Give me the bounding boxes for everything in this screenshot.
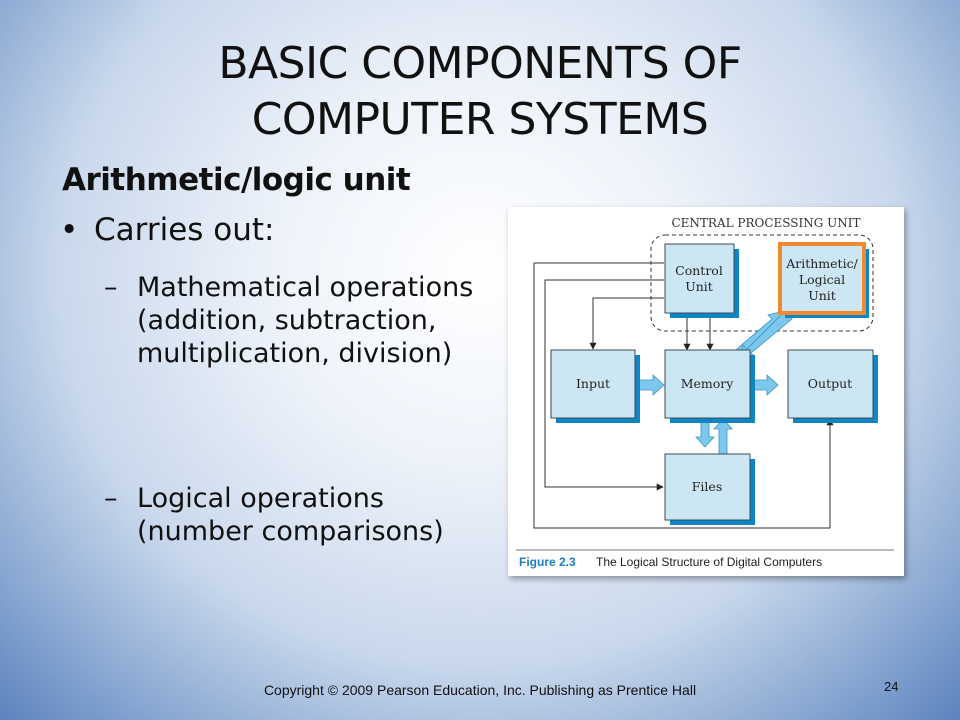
arrow-memory-files	[695, 418, 715, 448]
output-label: Output	[808, 376, 852, 391]
computer-structure-figure: CENTRAL PROCESSING UNIT	[508, 207, 904, 576]
bullet-dot-icon: •	[60, 212, 79, 248]
alu-label-2: Logical	[799, 272, 845, 287]
arrow-input-memory	[637, 374, 665, 396]
caption-text: The Logical Structure of Digital Compute…	[596, 555, 822, 569]
section-heading: Arithmetic/logic unit	[62, 162, 411, 198]
structure-diagram: CENTRAL PROCESSING UNIT	[516, 216, 894, 569]
caption-number: Figure 2.3	[519, 555, 576, 569]
sub-bullet-1: – Mathematical operations (addition, sub…	[104, 271, 474, 370]
files-box	[664, 453, 751, 521]
alu-label-1: Arithmetic/	[785, 256, 858, 271]
memory-box	[664, 349, 751, 419]
memory-label: Memory	[681, 376, 735, 391]
input-box	[550, 349, 636, 419]
output-box	[787, 349, 874, 419]
control-unit-box	[664, 243, 735, 314]
alu-box	[778, 242, 866, 315]
bullet-item: • Carries out:	[60, 212, 275, 248]
sub-bullet-2: – Logical operations (number comparisons…	[104, 482, 474, 548]
dash-icon: –	[104, 483, 118, 514]
copyright-footer: Copyright © 2009 Pearson Education, Inc.…	[263, 682, 697, 698]
files-label: Files	[692, 479, 722, 494]
sub-bullet-text: Mathematical operations (addition, subtr…	[137, 272, 474, 369]
control-unit-label-1: Control	[675, 263, 723, 278]
arrow-memory-output	[751, 374, 779, 396]
cpu-label: CENTRAL PROCESSING UNIT	[671, 216, 860, 230]
alu-label-3: Unit	[808, 288, 836, 303]
connection-lines	[533, 262, 834, 529]
data-flow-arrows	[637, 310, 793, 456]
input-label: Input	[576, 376, 610, 391]
title-line-1: BASIC COMPONENTS OF	[218, 38, 742, 89]
title-line-2: COMPUTER SYSTEMS	[251, 94, 709, 145]
bullet-text: Carries out:	[94, 212, 275, 248]
page-number: 24	[884, 679, 899, 694]
arrow-files-memory	[713, 418, 733, 456]
control-unit-label-2: Unit	[685, 279, 713, 294]
sub-bullet-text: Logical operations (number comparisons)	[137, 483, 444, 547]
slide-title: BASIC COMPONENTS OF COMPUTER SYSTEMS	[0, 36, 960, 148]
dash-icon: –	[104, 272, 118, 303]
